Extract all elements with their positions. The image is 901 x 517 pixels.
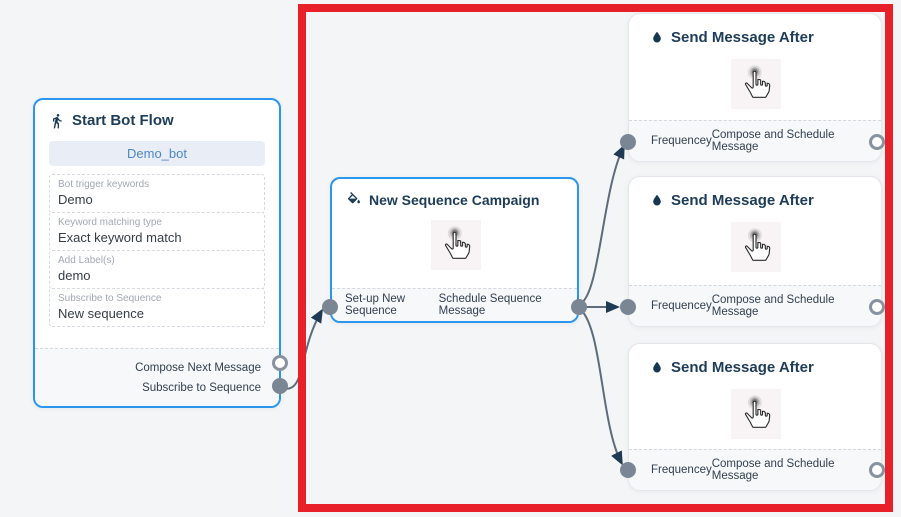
send-node-footer: Frequencey Compose and Schedule Message <box>629 449 881 490</box>
field-label: Keyword matching type <box>58 217 162 228</box>
start-node-fields: Bot trigger keywords Demo Keyword matchi… <box>49 174 265 327</box>
send-node-title: Send Message After <box>671 29 814 46</box>
campaign-input-port[interactable] <box>322 299 338 315</box>
send-2-output-port[interactable] <box>869 299 885 315</box>
connector-campaign-to-send-1 <box>579 144 625 305</box>
field-value: demo <box>58 268 91 283</box>
send-3-input-port[interactable] <box>620 462 636 478</box>
output-label-compose-next-message: Compose Next Message <box>135 361 261 374</box>
hand-cursor-icon <box>436 225 476 265</box>
water-drop-icon <box>650 30 664 45</box>
send-node-title: Send Message After <box>671 359 814 376</box>
send-node-footer: Frequencey Compose and Schedule Message <box>629 120 881 161</box>
send-node-header: Send Message After <box>629 14 881 46</box>
start-output-port-compose-next-message[interactable] <box>272 355 288 371</box>
send-message-after-node-2[interactable]: Send Message After Frequencey Compose an… <box>628 176 882 327</box>
water-drop-icon <box>650 193 664 208</box>
connector-campaign-to-send-3 <box>580 309 623 466</box>
start-node-header: Start Bot Flow <box>35 100 279 131</box>
output-label-compose-and-schedule: Compose and Schedule Message <box>711 294 835 318</box>
send-1-output-port[interactable] <box>869 134 885 150</box>
field-add-labels[interactable]: Add Label(s) demo <box>49 250 265 289</box>
field-keyword-matching-type[interactable]: Keyword matching type Exact keyword matc… <box>49 212 265 251</box>
output-label-schedule-sequence-message: Schedule Sequence Message <box>438 293 542 317</box>
campaign-node-header: New Sequence Campaign <box>332 179 577 208</box>
water-drop-icon <box>650 360 664 375</box>
send-configure-area[interactable] <box>731 389 781 439</box>
start-node-title: Start Bot Flow <box>72 112 174 129</box>
field-label: Subscribe to Sequence <box>58 293 162 304</box>
send-configure-area[interactable] <box>731 59 781 109</box>
field-value: Exact keyword match <box>58 230 182 245</box>
field-value: Demo <box>58 192 93 207</box>
field-label: Add Label(s) <box>58 255 115 266</box>
connector-start-to-campaign <box>281 308 323 390</box>
hand-cursor-icon <box>736 64 776 104</box>
output-label-subscribe-to-sequence: Subscribe to Sequence <box>142 381 261 394</box>
new-sequence-campaign-node[interactable]: New Sequence Campaign Set-up New Sequenc… <box>330 177 579 323</box>
send-1-input-port[interactable] <box>620 134 636 150</box>
output-label-compose-and-schedule: Compose and Schedule Message <box>711 129 835 153</box>
send-node-header: Send Message After <box>629 177 881 209</box>
campaign-configure-area[interactable] <box>431 220 481 270</box>
field-value: New sequence <box>58 306 144 321</box>
walking-person-icon <box>49 113 65 129</box>
input-label-frequencey: Frequencey <box>651 300 712 312</box>
send-node-footer: Frequencey Compose and Schedule Message <box>629 285 881 326</box>
bot-name-button[interactable]: Demo_bot <box>49 141 265 166</box>
field-subscribe-to-sequence[interactable]: Subscribe to Sequence New sequence <box>49 288 265 327</box>
send-node-title: Send Message After <box>671 192 814 209</box>
campaign-output-port[interactable] <box>571 299 587 315</box>
send-2-input-port[interactable] <box>620 299 636 315</box>
campaign-node-title: New Sequence Campaign <box>369 192 540 208</box>
field-bot-trigger-keywords[interactable]: Bot trigger keywords Demo <box>49 174 265 213</box>
paint-bucket-icon <box>346 192 362 208</box>
output-label-setup-new-sequence: Set-up New Sequence <box>345 293 406 317</box>
send-message-after-node-1[interactable]: Send Message After Frequencey Compose an… <box>628 13 882 162</box>
hand-cursor-icon <box>736 227 776 267</box>
send-configure-area[interactable] <box>731 222 781 272</box>
output-label-compose-and-schedule: Compose and Schedule Message <box>711 458 835 482</box>
input-label-frequencey: Frequencey <box>651 464 712 476</box>
start-bot-flow-node[interactable]: Start Bot Flow Demo_bot Bot trigger keyw… <box>33 98 281 408</box>
start-output-port-subscribe-to-sequence[interactable] <box>272 378 288 394</box>
send-3-output-port[interactable] <box>869 462 885 478</box>
input-label-frequencey: Frequencey <box>651 135 712 147</box>
hand-cursor-icon <box>736 394 776 434</box>
field-label: Bot trigger keywords <box>58 179 150 190</box>
send-node-header: Send Message After <box>629 344 881 376</box>
send-message-after-node-3[interactable]: Send Message After Frequencey Compose an… <box>628 343 882 491</box>
start-node-footer: Compose Next Message Subscribe to Sequen… <box>35 348 279 406</box>
campaign-node-footer: Set-up New Sequence Schedule Sequence Me… <box>332 288 577 321</box>
